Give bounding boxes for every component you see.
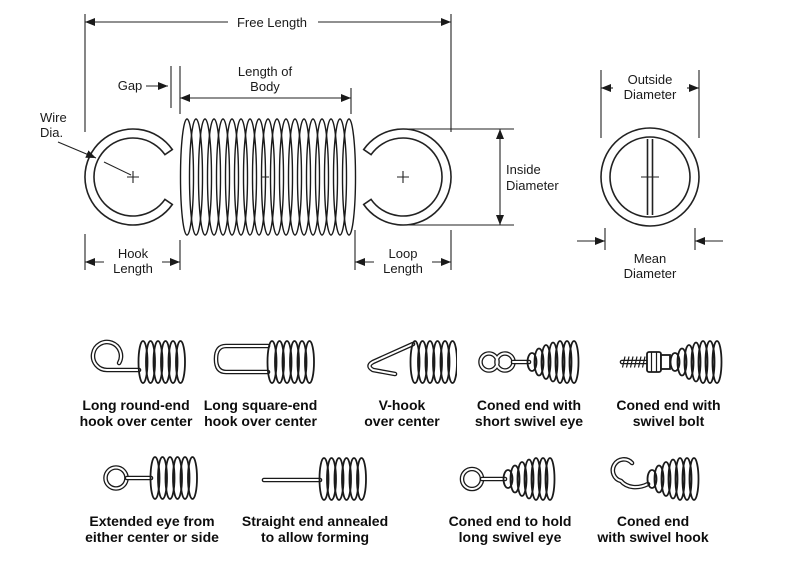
center-marks [127,171,409,183]
end-type-long-swivel-eye: Coned end to hold long swivel eye [440,446,580,545]
length-of-body-label-line2: Body [250,79,280,94]
outside-diameter-dimension: Outside Diameter [600,70,700,138]
left-hook-outline [84,128,174,226]
extended-eye-icon [103,456,198,500]
end-type-label-line1: Long round-end [82,397,190,413]
inside-diameter-dimension: Inside Diameter [403,128,559,226]
end-type-label: Straight end annealed to allow forming [242,513,388,545]
inside-diameter-label-line1: Inside [506,162,541,177]
end-type-label: Coned end with swivel hook [597,513,708,545]
right-loop-outline [362,128,452,226]
mean-diameter-dimension: Mean Diameter [577,228,723,281]
end-type-label-line2: either center or side [85,529,219,546]
coned-end-short-swivel-eye-icon [478,340,580,384]
loop-length-dimension: Loop Length [354,230,452,276]
length-of-body-label-line1: Length of [238,64,293,79]
wire-dia-annotation: Wire Dia. [40,110,132,176]
end-type-label-line2: short swivel eye [474,413,584,430]
end-view-inner-circle [609,136,691,218]
end-type-label-line1: Coned end with [476,397,582,413]
loop-length-label-line1: Loop [389,246,418,261]
end-type-long-square-hook: Long square-end hook over center [198,330,323,429]
end-type-label-line2: with swivel hook [597,529,709,546]
hook-length-label-line1: Hook [118,246,149,261]
end-type-swivel-bolt: Coned end with swivel bolt [606,330,731,429]
end-type-long-round-hook: Long round-end hook over center [72,330,200,429]
gap-label: Gap [118,78,143,93]
free-length-dimension: Free Length [84,14,452,132]
end-type-label-line2: to allow forming [260,529,370,546]
end-type-label-line1: Coned end with [616,397,721,413]
end-type-label: Long round-end hook over center [80,397,193,429]
end-type-label-line2: over center [364,413,440,430]
gap-dimension: Gap [118,66,172,108]
end-type-label-line1: Straight end annealed [241,513,389,529]
end-type-label: V-hook over center [364,397,439,429]
end-type-label-line2: hook over center [204,413,317,430]
end-type-label-line1: Extended eye from [89,513,215,529]
wire-dia-label-line2: Dia. [40,125,63,140]
end-type-label: Coned end with short swivel eye [475,397,583,429]
end-type-short-swivel-eye: Coned end with short swivel eye [468,330,590,429]
mean-diameter-label-line1: Mean [634,251,667,266]
coned-end-swivel-hook-icon [610,457,700,501]
end-type-label-line1: Long square-end [203,397,318,413]
end-type-label-line2: hook over center [79,413,193,430]
hook-length-dimension: Hook Length [84,234,181,276]
end-type-label: Coned end with swivel bolt [616,397,720,429]
long-square-end-hook-icon [213,340,315,384]
spring-end-view: Outside Diameter Mean Diameter [577,70,723,281]
end-view-outer-circle [600,127,700,227]
end-type-label-line1: V-hook [378,397,426,413]
outside-diameter-label-line1: Outside [628,72,673,87]
extension-spring-side-view [84,118,452,236]
end-type-extended-eye: Extended eye from either center or side [72,446,232,545]
end-type-label-line1: Coned end to hold [448,513,572,529]
straight-end-annealed-icon [261,457,367,501]
coned-end-long-swivel-eye-icon [459,457,556,501]
outside-diameter-label-line2: Diameter [624,87,677,102]
end-type-label-line2: swivel bolt [632,413,705,430]
inside-diameter-label-line2: Diameter [506,178,559,193]
end-type-swivel-hook: Coned end with swivel hook [588,446,718,545]
wire-dia-label-line1: Wire [40,110,67,125]
v-hook-icon [367,340,457,384]
end-type-label: Long square-end hook over center [204,397,318,429]
end-type-label-line2: long swivel eye [458,529,562,546]
hook-length-label-line2: Length [113,261,153,276]
spring-dimension-diagram: Free Length Gap Length of Body Wire Dia.… [40,14,723,281]
coned-end-swivel-bolt-icon [619,340,722,384]
end-type-label: Coned end to hold long swivel eye [449,513,572,545]
mean-diameter-label-line2: Diameter [624,266,677,281]
long-round-end-hook-icon [90,339,186,384]
free-length-label: Free Length [237,15,307,30]
loop-length-label-line2: Length [383,261,423,276]
end-type-label-line1: Coned end [616,513,690,529]
length-of-body-dimension: Length of Body [179,64,352,114]
end-type-v-hook: V-hook over center [342,330,462,429]
end-type-straight-end: Straight end annealed to allow forming [240,446,390,545]
end-type-label: Extended eye from either center or side [85,513,219,545]
